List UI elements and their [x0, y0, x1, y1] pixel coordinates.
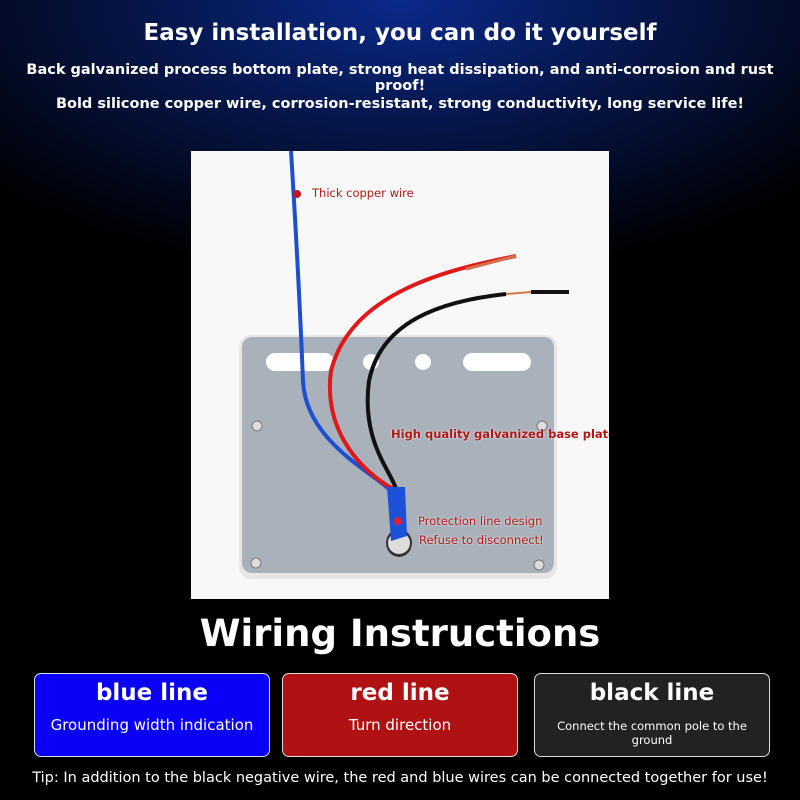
wiring-plate-illustration [239, 151, 569, 579]
round-hole [415, 354, 431, 370]
card-title: blue line [95, 680, 209, 706]
screw-icon [250, 557, 262, 569]
card-blue-line: blue line Grounding width indication [34, 673, 270, 757]
marker-dot [293, 190, 301, 198]
screw-icon [533, 559, 545, 571]
black-wire [365, 292, 507, 490]
headline: Easy installation, you can do it yoursel… [143, 20, 657, 46]
marker-dot [394, 517, 402, 525]
label-refuse-disconnect: Refuse to disconnect! [419, 533, 544, 547]
protection-sleeve [387, 487, 407, 541]
label-galvanized-plate: High quality galvanized base plate [391, 427, 609, 441]
slot-hole [463, 353, 531, 371]
section-title: Wiring Instructions [199, 612, 601, 655]
product-photo: Thick copper wire High quality galvanize… [191, 151, 609, 599]
feature-line-1: Back galvanized process bottom plate, st… [26, 62, 774, 94]
red-wire [327, 254, 517, 491]
card-desc: Grounding width indication [50, 716, 254, 734]
screw-icon [536, 420, 548, 432]
card-title: red line [350, 680, 450, 706]
base-plate [242, 337, 554, 573]
card-desc: Connect the common pole to the ground [557, 719, 747, 747]
label-thick-copper-wire: Thick copper wire [312, 186, 414, 200]
slot-hole [266, 353, 334, 371]
card-desc: Turn direction [348, 716, 452, 734]
label-protection-line: Protection line design [418, 514, 543, 528]
feature-line-2: Bold silicone copper wire, corrosion-res… [55, 96, 745, 112]
card-title: black line [589, 680, 715, 706]
tip-text: Tip: In addition to the black negative w… [32, 770, 768, 786]
card-black-line: black line Connect the common pole to th… [534, 673, 770, 757]
card-red-line: red line Turn direction [282, 673, 518, 757]
blue-wire [289, 151, 393, 493]
screw-icon [251, 420, 263, 432]
